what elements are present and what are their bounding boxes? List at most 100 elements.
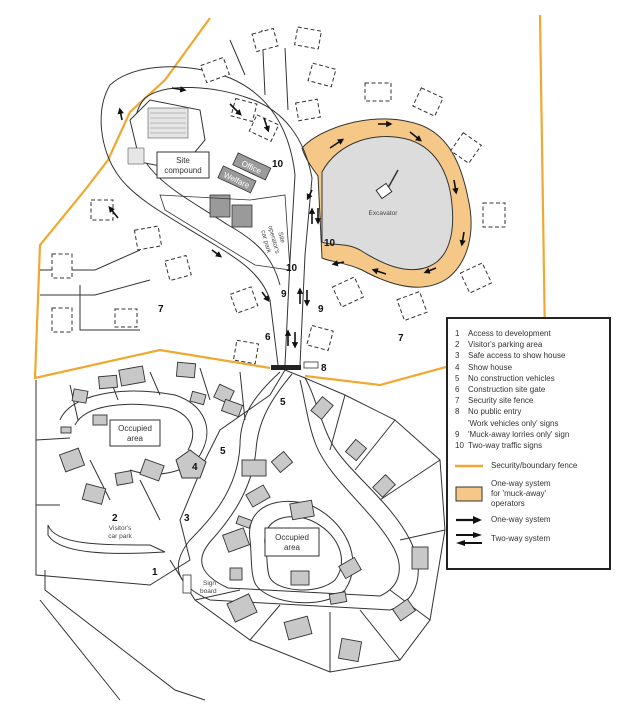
construction-plot (449, 131, 483, 165)
num-7a: 7 (158, 304, 164, 315)
construction-plot (133, 225, 163, 251)
legend-fence: Security/boundary fence (455, 461, 578, 471)
house (81, 483, 107, 505)
label-car-park-1: Site (276, 231, 286, 244)
one-way-arrow (423, 267, 437, 274)
no-entry-sign (303, 361, 319, 369)
house (222, 527, 250, 553)
one-way-arrow (117, 107, 124, 121)
construction-plot (331, 276, 365, 308)
house (189, 390, 207, 406)
num-4: 4 (192, 462, 198, 473)
house (220, 398, 244, 418)
occupied-area-label-1: Occupied area (109, 419, 161, 447)
one-way-arrow (306, 189, 313, 201)
houses (58, 361, 429, 663)
construction-plot (164, 254, 192, 282)
one-way-arrow (229, 103, 242, 116)
construction-plot (51, 307, 73, 333)
num-5b: 5 (280, 397, 286, 408)
house (114, 470, 134, 486)
num-3: 3 (184, 513, 190, 524)
one-way-arrow (171, 86, 187, 93)
num-8: 8 (321, 363, 327, 374)
house (229, 567, 243, 581)
house (337, 637, 363, 663)
label-site-compound-1: Site (176, 156, 190, 165)
num-5a: 5 (220, 446, 226, 457)
num-6: 6 (265, 332, 271, 343)
house (226, 593, 258, 623)
construction-plot (51, 253, 73, 279)
num-9a: 9 (281, 289, 287, 300)
one-way-arrow (211, 249, 223, 258)
construction-plot (114, 308, 138, 328)
construction-plot (90, 199, 114, 221)
house (372, 474, 396, 498)
num-2: 2 (112, 513, 118, 524)
show-house (175, 449, 207, 479)
one-way-arrow (263, 117, 270, 133)
house (58, 447, 86, 473)
num-7b: 7 (398, 333, 404, 344)
house (391, 598, 417, 622)
excavation-area (321, 136, 454, 271)
one-way-arrow (459, 231, 466, 247)
svg-text:Occupied: Occupied (275, 533, 309, 542)
label-site-compound-2: compound (164, 166, 201, 175)
excavator-icon: Excavator (369, 169, 399, 217)
one-way-arrow (331, 260, 345, 267)
construction-plot (307, 62, 337, 88)
svg-text:Visitor's: Visitor's (109, 525, 132, 532)
svg-text:Sign: Sign (203, 580, 216, 587)
house (98, 374, 118, 390)
house (411, 546, 429, 570)
construction-plot (251, 27, 279, 53)
house (310, 395, 334, 421)
legend-item: 'Work vehicles only' signs (468, 418, 559, 428)
construction-plot (229, 286, 259, 314)
construction-plot (306, 324, 334, 352)
traffic-arrows (108, 86, 466, 349)
svg-text:area: area (284, 543, 301, 552)
house (213, 383, 235, 405)
sign-board: Sign board (182, 574, 217, 595)
house (139, 458, 165, 482)
house (235, 515, 253, 529)
num-10a: 10 (272, 159, 284, 170)
house (270, 450, 294, 474)
construction-plot (364, 82, 392, 102)
house (60, 426, 72, 434)
construction-plot (459, 262, 493, 294)
construction-plots (51, 26, 506, 365)
construction-plot (232, 339, 260, 365)
construction-plot (412, 87, 444, 117)
num-10b: 10 (286, 263, 298, 274)
label-excavator: Excavator (369, 210, 399, 217)
house (289, 499, 315, 521)
house (338, 556, 362, 580)
construction-plot (200, 56, 230, 84)
one-way-arrow (261, 291, 270, 303)
house (175, 361, 197, 379)
svg-text:board: board (200, 588, 217, 595)
site-gate (271, 365, 301, 370)
two-way-arrow-icon (456, 532, 482, 547)
one-way-arrow (371, 268, 387, 275)
construction-plot (482, 202, 506, 228)
number-labels: 1 2 3 4 5 5 6 7 7 8 9 9 10 10 10 (112, 159, 404, 578)
house (344, 438, 368, 462)
house (92, 414, 108, 426)
